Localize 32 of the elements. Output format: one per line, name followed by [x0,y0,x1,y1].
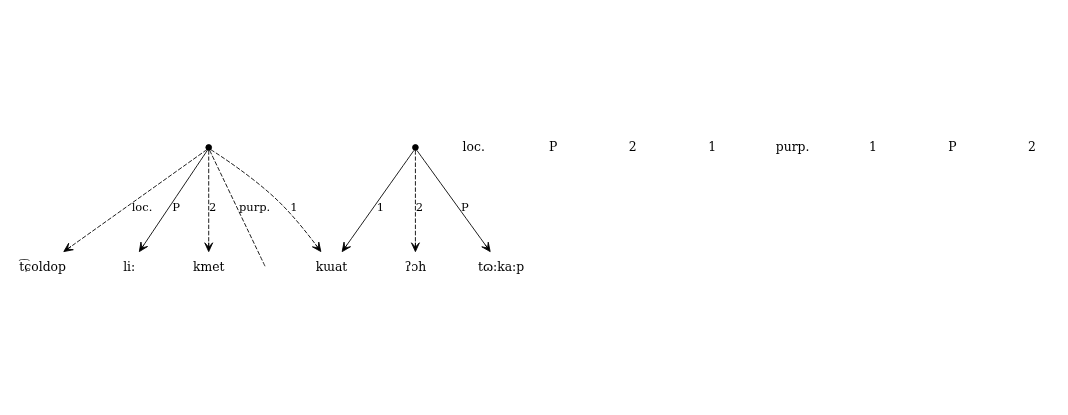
edge-label: 2 [415,199,424,214]
arrow [341,149,415,253]
node-text: li: [123,259,136,274]
node-text: ʔɔh [404,259,427,274]
arrow [204,149,214,253]
edge-label: 2 [209,199,217,214]
label: 2 [1028,139,1036,154]
label: loc. [462,139,485,154]
edge-label: P [172,199,180,214]
label: 1 [708,139,717,154]
arrow [411,149,420,253]
node-text: tɷ:ka:p [477,259,525,274]
edge-label: P [461,199,469,214]
label: 2 [628,139,637,154]
node-circle [412,144,419,151]
edge-label: 1 [290,199,298,214]
arrow [63,149,208,253]
arrow [138,149,208,253]
node-circle [205,144,212,151]
label: P [549,139,558,154]
node-text: kɯat [315,259,348,274]
arrow [210,149,322,252]
edge-label: loc. [131,199,153,214]
connector [209,149,266,268]
arrow [416,149,491,253]
node-text: t͡ɕoldop [19,259,66,274]
edge-label: purp. [239,199,271,214]
node-text: kmet [192,259,225,274]
edge-label: 1 [376,199,385,214]
label: 1 [869,139,877,154]
label: purp. [775,139,810,154]
label: P [948,139,957,154]
